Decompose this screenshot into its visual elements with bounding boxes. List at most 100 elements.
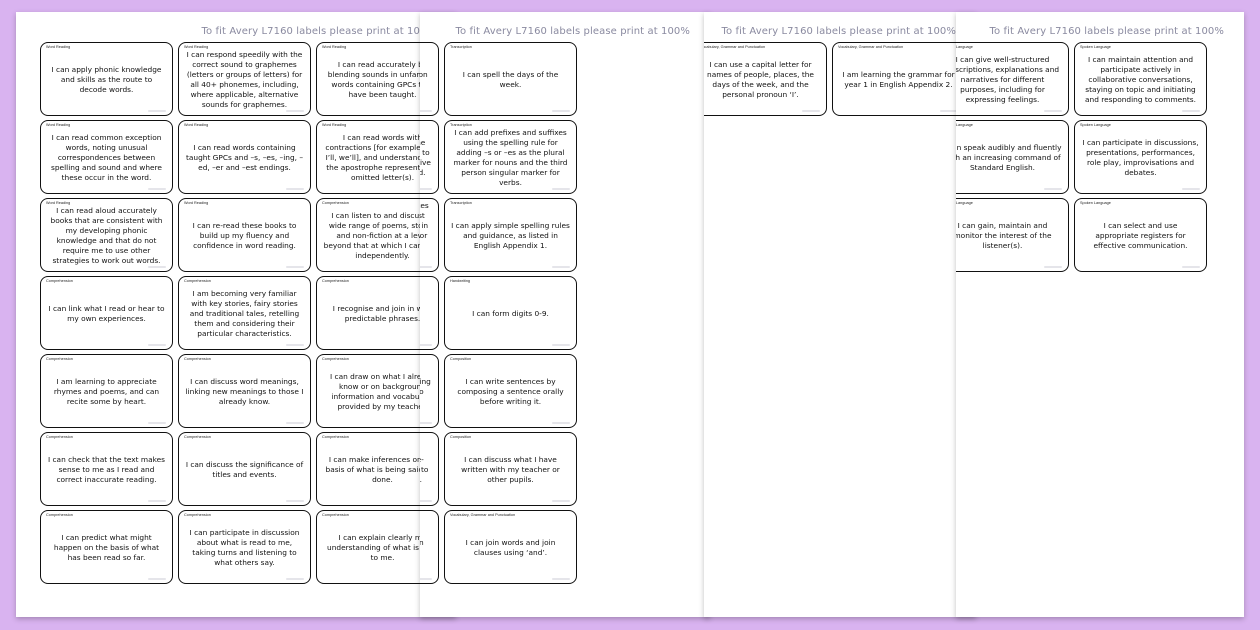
card-footer-mark bbox=[286, 422, 304, 424]
label-card: Comprehension I am learning to appreciate… bbox=[40, 354, 173, 428]
card-category: Comprehension bbox=[184, 279, 211, 283]
card-footer-mark bbox=[148, 578, 166, 580]
card-statement: I can leave spaces between words. bbox=[420, 538, 432, 558]
card-statement: I can draw on what I already know or on … bbox=[330, 372, 435, 411]
card-footer-mark bbox=[552, 110, 570, 112]
card-statement: I can maintain attention and participate… bbox=[1085, 55, 1196, 104]
card-footer-mark bbox=[552, 578, 570, 580]
card-statement: I can read aloud accurately books that a… bbox=[50, 206, 163, 265]
card-footer-mark bbox=[420, 188, 432, 190]
card-category: Vocabulary, Grammar and Punctuation bbox=[704, 45, 766, 49]
card-statement: I can spell the days of the week. bbox=[462, 70, 559, 89]
card-footer-mark bbox=[420, 344, 432, 346]
card-category: Transcription bbox=[450, 45, 472, 49]
card-statement: I can write sentences by saying out loud… bbox=[420, 377, 431, 396]
card-category: Word Reading bbox=[184, 123, 209, 127]
label-card: Word Reading I can apply phonic knowledge… bbox=[40, 42, 173, 116]
card-statement: I am learning to appreciate rhymes and p… bbox=[53, 377, 160, 406]
label-card: Comprehension I can discuss the significa… bbox=[178, 432, 311, 506]
card-category: Spoken Language bbox=[956, 201, 973, 205]
card-footer-mark bbox=[148, 266, 166, 268]
card-footer-mark bbox=[286, 188, 304, 190]
card-footer-mark bbox=[802, 110, 820, 112]
card-category: Comprehension bbox=[184, 435, 211, 439]
card-statement: I can read accurately by blending sounds… bbox=[327, 60, 438, 99]
card-statement: I can discuss what I have written with m… bbox=[461, 455, 560, 484]
card-footer-mark bbox=[420, 422, 432, 424]
card-statement: I am learning the grammar for year 1 in … bbox=[842, 70, 955, 89]
card-footer-mark bbox=[552, 266, 570, 268]
card-category: Comprehension bbox=[322, 201, 349, 205]
card-statement: I can discuss word meanings, linking new… bbox=[185, 377, 304, 406]
card-footer-mark bbox=[552, 500, 570, 502]
card-statement: I can write sentences by composing a sen… bbox=[457, 377, 564, 406]
card-statement: I can select and use appropriate registe… bbox=[1093, 221, 1188, 250]
card-footer-mark bbox=[286, 344, 304, 346]
card-category: Comprehension bbox=[46, 357, 73, 361]
card-footer-mark bbox=[1044, 266, 1062, 268]
label-card: Vocabulary, Grammar and Punctuation I can… bbox=[444, 510, 577, 584]
label-card: Spoken Language I can maintain attention … bbox=[1074, 42, 1207, 116]
card-footer-mark bbox=[1182, 266, 1200, 268]
card-category: Comprehension bbox=[184, 513, 211, 517]
label-grid: Spoken Language I can give well-structure… bbox=[956, 42, 1244, 272]
card-footer-mark bbox=[552, 188, 570, 190]
card-category: Spoken Language bbox=[1080, 45, 1111, 49]
card-category: Vocabulary, Grammar and Punctuation bbox=[450, 513, 516, 517]
card-category: Spoken Language bbox=[956, 45, 973, 49]
card-footer-mark bbox=[286, 578, 304, 580]
label-sheet-2: To fit Avery L7160 labels please print a… bbox=[420, 12, 710, 617]
card-category: Word Reading bbox=[322, 123, 347, 127]
card-footer-mark bbox=[940, 110, 958, 112]
card-category: Spoken Language bbox=[1080, 201, 1111, 205]
card-footer-mark bbox=[1182, 110, 1200, 112]
card-footer-mark bbox=[148, 110, 166, 112]
card-statement: I can participate in discussions, presen… bbox=[1082, 138, 1199, 177]
card-category: Spoken Language bbox=[1080, 123, 1111, 127]
card-footer-mark bbox=[286, 500, 304, 502]
card-footer-mark bbox=[1044, 188, 1062, 190]
card-footer-mark bbox=[148, 344, 166, 346]
card-statement: I can listen to and discuss a wide range… bbox=[323, 211, 442, 260]
card-footer-mark bbox=[420, 266, 432, 268]
card-statement: I can give well-structured descriptions,… bbox=[956, 55, 1060, 104]
card-category: Transcription bbox=[450, 123, 472, 127]
card-statement: I can apply simple spelling rules and gu… bbox=[451, 221, 570, 250]
label-sheet-1: To fit Avery L7160 labels please print a… bbox=[16, 12, 456, 617]
card-statement: I can discuss the significance of titles… bbox=[185, 460, 304, 479]
card-footer-mark bbox=[420, 500, 432, 502]
label-grid: Word Reading I can apply phonic knowledge… bbox=[40, 42, 449, 584]
card-statement: I can add prefixes and suffixes using –i… bbox=[420, 201, 429, 250]
card-statement: I can form digits 0-9. bbox=[472, 309, 549, 318]
card-footer-mark bbox=[148, 500, 166, 502]
card-statement: I can add prefixes and suffixes using th… bbox=[453, 128, 568, 187]
card-category: Word Reading bbox=[46, 45, 71, 49]
card-statement: I can join words and join clauses using … bbox=[465, 538, 556, 557]
card-footer-mark bbox=[420, 578, 432, 580]
card-statement: I can apply phonic knowledge and skills … bbox=[51, 65, 162, 94]
card-statement: I can link what I read or hear to my own… bbox=[48, 304, 165, 323]
card-category: Word Reading bbox=[322, 45, 347, 49]
card-footer-mark bbox=[148, 188, 166, 190]
card-category: Comprehension bbox=[46, 513, 73, 517]
card-category: Handwriting bbox=[450, 279, 471, 283]
